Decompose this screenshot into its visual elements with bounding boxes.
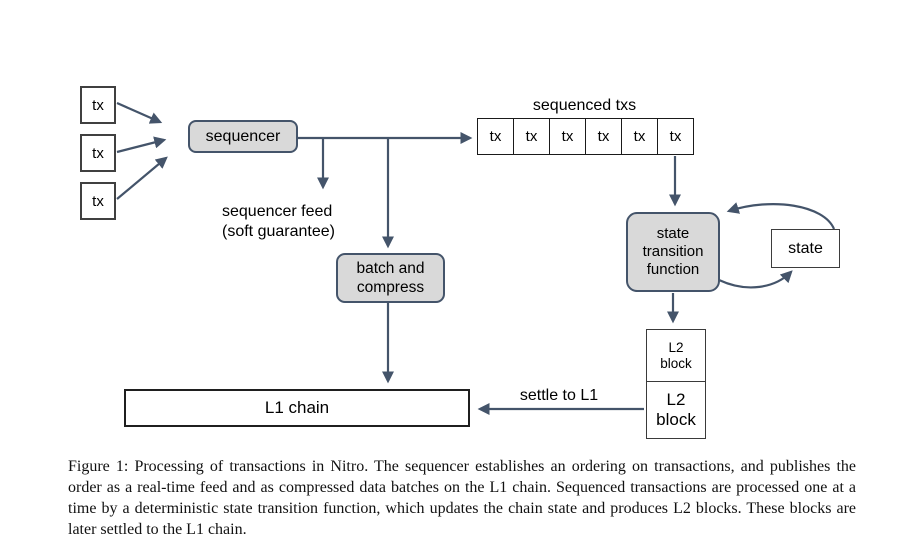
figure-caption: Figure 1: Processing of transactions in … xyxy=(68,458,856,538)
sequenced-tx-cell-5: tx xyxy=(621,118,658,155)
sequenced-tx-cell-4: tx xyxy=(585,118,622,155)
tx-input-box-1: tx xyxy=(80,86,116,124)
l1-chain-box: L1 chain xyxy=(124,389,470,427)
sequencer-feed-label: sequencer feed (soft guarantee) xyxy=(222,203,335,240)
arrow-state-to-stf xyxy=(726,202,836,230)
arrow-stf-to-state xyxy=(718,270,793,289)
state-transition-function-box: state transition function xyxy=(626,212,720,292)
batch-and-compress-box: batch and compress xyxy=(336,253,445,303)
sequencer-box: sequencer xyxy=(188,120,298,153)
sequenced-tx-cell-1: tx xyxy=(477,118,514,155)
tx-input-box-3: tx xyxy=(80,182,116,220)
sequenced-tx-cell-6: tx xyxy=(657,118,694,155)
sequenced-tx-cell-3: tx xyxy=(549,118,586,155)
sequenced-txs-title: sequenced txs xyxy=(532,97,637,114)
tx-input-box-2: tx xyxy=(80,134,116,172)
arrow-tx3-to-sequencer xyxy=(116,156,168,200)
settle-to-l1-label: settle to L1 xyxy=(519,387,599,404)
l2-block-top-box: L2 block xyxy=(646,329,706,382)
sequenced-tx-cell-2: tx xyxy=(513,118,550,155)
sequenced-txs-row: tx tx tx tx tx tx xyxy=(477,118,694,155)
state-box: state xyxy=(771,229,840,268)
arrow-tx1-to-sequencer xyxy=(116,101,163,124)
arrow-tx2-to-sequencer xyxy=(116,136,167,154)
l2-block-bottom-box: L2 block xyxy=(646,381,706,439)
